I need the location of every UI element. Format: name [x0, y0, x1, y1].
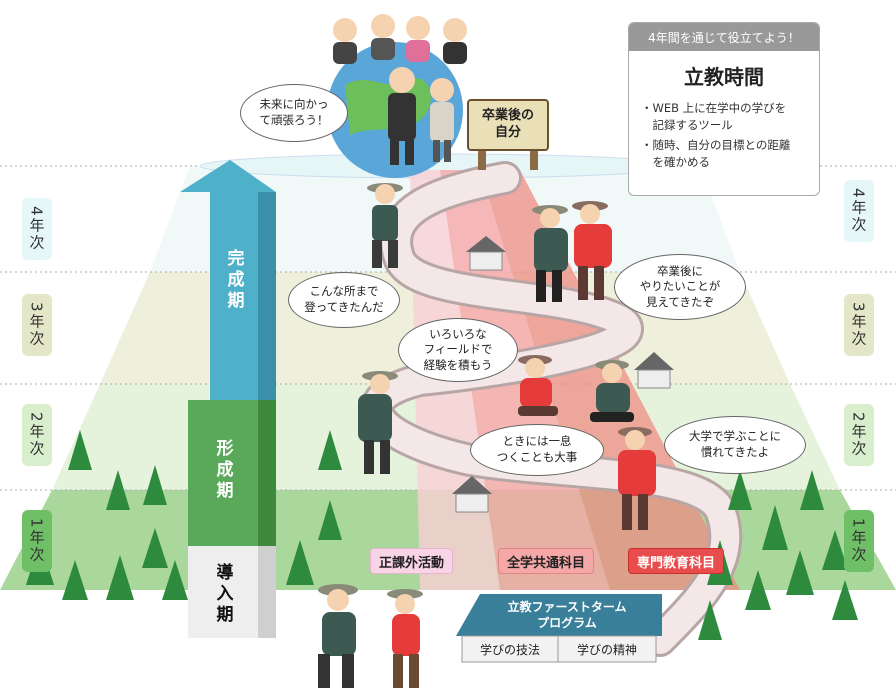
hikers-start: [318, 584, 423, 688]
bubble-after-grad: 卒業後に やりたいことが 見えてきたぞ: [614, 254, 746, 320]
first-term-title: 立教ファーストターム プログラム: [507, 600, 627, 630]
info-box-item-2: ・随時、自分の目標との距離 を確かめる: [641, 137, 791, 169]
hut-3: [452, 476, 492, 513]
first-term-building: [456, 594, 662, 663]
phase-formation: 形成期: [212, 438, 233, 502]
year-label-right-2: 2年次: [844, 404, 874, 466]
people-group: [333, 14, 467, 165]
year-label-left-1: 1年次: [22, 510, 52, 572]
arrow-complete: [180, 160, 276, 400]
hiker-pair-upper: [532, 201, 612, 302]
arrow-intro-side: [258, 546, 276, 638]
info-box-header: 4年間を通じて役立てよう！: [629, 23, 819, 51]
info-box-item-1: ・WEB 上に在学中の学びを 記録するツール: [641, 101, 787, 133]
info-box-title: 立教時間: [684, 65, 764, 89]
arrow-formation-side: [258, 400, 276, 546]
goal-signpost: [467, 99, 549, 170]
year-label-left-3: 3年次: [22, 294, 52, 356]
info-box: 4年間を通じて役立てよう！ 立教時間 ・WEB 上に在学中の学びを 記録するツー…: [628, 22, 820, 196]
trees: [26, 430, 858, 640]
bubble-rest: ときには一息 つくことも大事: [470, 424, 604, 476]
first-term-right: 学びの精神: [576, 642, 637, 657]
arrow-intro: [188, 546, 258, 638]
hiker-mid: [358, 371, 398, 474]
hiker-lower-red: [618, 427, 656, 530]
year-label-left-2: 2年次: [22, 404, 52, 466]
year-label-right-3: 3年次: [844, 294, 874, 356]
first-term-left: 学びの技法: [479, 642, 540, 657]
bubble-future: 未来に向かっ て頑張ろう！: [240, 84, 348, 142]
hut-2: [634, 352, 674, 389]
goal-sign-text: 卒業後の 自分: [481, 108, 534, 140]
year-label-right-4: 4年次: [844, 180, 874, 242]
year-label-right-1: 1年次: [844, 510, 874, 572]
phase-complete: 完成期: [223, 248, 244, 312]
tag-major: 専門教育科目: [628, 548, 725, 574]
winding-path: [363, 164, 740, 654]
arrow-complete-side: [258, 192, 276, 400]
arrow-formation: [188, 400, 258, 546]
hiker-top: [367, 183, 403, 268]
bubble-fields: いろいろな フィールドで 経験を積もう: [398, 318, 518, 382]
tag-common: 全学共通科目: [498, 548, 595, 574]
phase-introduction: 導入期: [212, 562, 233, 626]
tag-extracurricular: 正課外活動: [370, 548, 454, 574]
hikers-resting: [518, 355, 634, 422]
year-label-left-4: 4年次: [22, 198, 52, 260]
hut-1: [466, 236, 506, 271]
bubble-climbed: こんな所まで 登ってきたんだ: [288, 272, 400, 328]
bubble-used-to: 大学で学ぶことに 慣れてきたよ: [664, 416, 806, 474]
